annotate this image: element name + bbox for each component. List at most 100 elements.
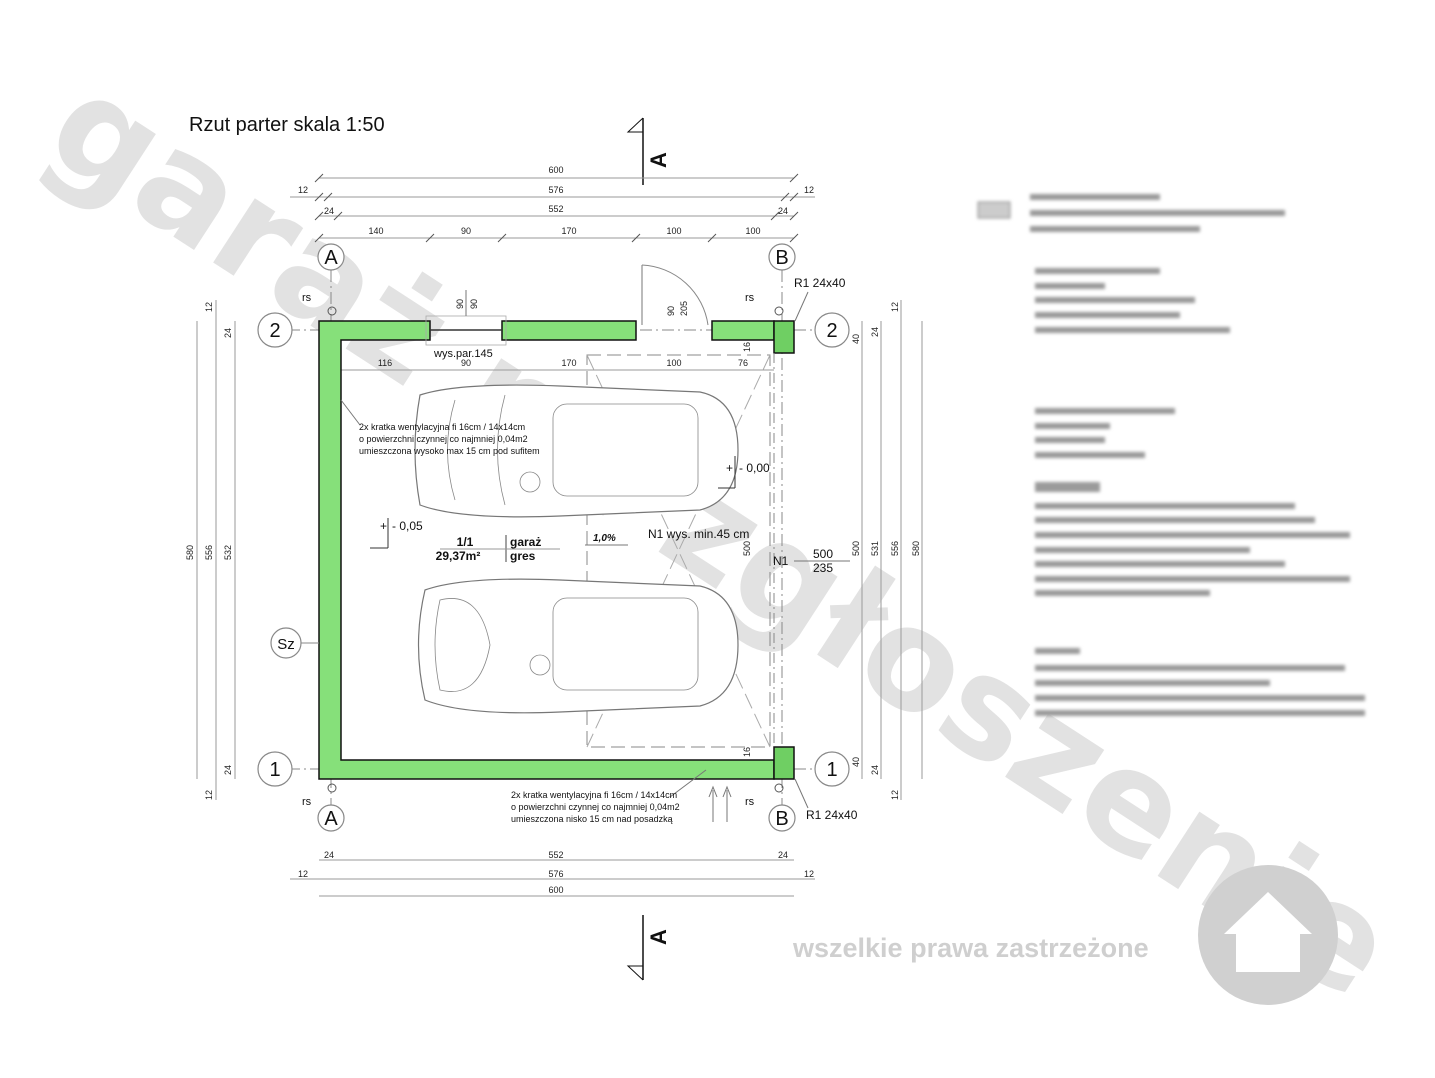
svg-text:531: 531 <box>870 541 880 556</box>
level-marks: + - 0,05 + - 0,00 <box>370 456 770 549</box>
svg-text:90: 90 <box>455 299 465 309</box>
svg-text:1: 1 <box>269 759 280 781</box>
svg-text:N1 wys. min.45 cm: N1 wys. min.45 cm <box>648 527 749 541</box>
svg-text:B: B <box>775 247 788 269</box>
svg-text:+: + <box>726 461 733 475</box>
svg-text:500: 500 <box>813 547 833 561</box>
svg-text:552: 552 <box>548 204 563 214</box>
svg-text:24: 24 <box>778 206 788 216</box>
car-bottom <box>417 578 739 714</box>
svg-text:A: A <box>324 808 338 830</box>
svg-text:600: 600 <box>548 165 563 175</box>
svg-text:12: 12 <box>890 302 900 312</box>
svg-text:2: 2 <box>826 320 837 342</box>
svg-text:1/1: 1/1 <box>457 535 474 549</box>
svg-text:556: 556 <box>890 541 900 556</box>
svg-text:170: 170 <box>561 358 576 368</box>
svg-text:24: 24 <box>324 206 334 216</box>
svg-text:576: 576 <box>548 869 563 879</box>
inner-dimensions: 116 90 170 100 76 16 16 500 <box>341 342 774 757</box>
svg-text:576: 576 <box>548 185 563 195</box>
svg-text:rs: rs <box>302 292 312 304</box>
column-r1-top <box>773 320 795 354</box>
svg-text:1: 1 <box>826 759 837 781</box>
svg-text:12: 12 <box>298 185 308 195</box>
svg-text:12: 12 <box>204 790 214 800</box>
svg-text:12: 12 <box>298 869 308 879</box>
svg-text:Sz: Sz <box>277 636 295 653</box>
house-logo-icon <box>1198 865 1338 1005</box>
svg-text:40: 40 <box>851 334 861 344</box>
svg-text:wys.par.145: wys.par.145 <box>433 348 493 360</box>
svg-text:N1: N1 <box>773 554 789 568</box>
grid-markers: A B A B 2 2 1 1 Sz <box>257 243 850 832</box>
garage-gate: N1 wys. min.45 cm N1 500 235 <box>586 353 850 748</box>
svg-text:2x kratka wentylacyjna fi 16cm: 2x kratka wentylacyjna fi 16cm / 14x14cm <box>511 790 677 800</box>
svg-text:600: 600 <box>548 885 563 895</box>
svg-text:gres: gres <box>510 549 536 563</box>
door: 90 205 <box>641 264 709 326</box>
svg-text:532: 532 <box>223 545 233 560</box>
drawing-title: Rzut parter skala 1:50 <box>189 114 385 136</box>
svg-text:1,0%: 1,0% <box>593 533 616 544</box>
svg-text:rs: rs <box>745 796 755 808</box>
section-mark-top: A <box>626 117 671 185</box>
svg-text:100: 100 <box>666 226 681 236</box>
svg-text:90: 90 <box>469 299 479 309</box>
vent-note-bottom: 2x kratka wentylacyjna fi 16cm / 14x14cm… <box>511 769 732 824</box>
column-r1-bottom <box>773 746 795 780</box>
svg-text:90: 90 <box>461 358 471 368</box>
blurred-legend <box>977 194 1365 716</box>
svg-text:umieszczona wysoko max 15 cm p: umieszczona wysoko max 15 cm pod sufitem <box>359 446 540 456</box>
svg-text:24: 24 <box>778 850 788 860</box>
svg-text:100: 100 <box>666 358 681 368</box>
svg-text:24: 24 <box>870 765 880 775</box>
copyright-text: wszelkie prawa zastrzeżone <box>792 933 1149 963</box>
section-mark-bottom: A <box>626 915 671 981</box>
svg-text:umieszczona nisko 15 cm nad po: umieszczona nisko 15 cm nad posadzką <box>511 814 673 824</box>
svg-text:580: 580 <box>911 541 921 556</box>
svg-text:o powierzchni czynnej co najmn: o powierzchni czynnej co najmniej 0,04m2 <box>359 434 528 444</box>
svg-text:24: 24 <box>870 327 880 337</box>
svg-text:12: 12 <box>204 302 214 312</box>
walls <box>318 320 795 780</box>
svg-text:500: 500 <box>851 541 861 556</box>
svg-text:A: A <box>646 929 671 945</box>
svg-text:R1 24x40: R1 24x40 <box>794 276 846 290</box>
svg-text:16: 16 <box>742 747 752 757</box>
svg-text:140: 140 <box>368 226 383 236</box>
svg-text:+: + <box>380 519 387 533</box>
svg-text:556: 556 <box>204 545 214 560</box>
car-top <box>414 384 739 518</box>
svg-text:90: 90 <box>461 226 471 236</box>
svg-text:A: A <box>324 247 338 269</box>
downpipes: rs rs rs rs R1 24x40 R1 24x40 <box>302 276 858 822</box>
svg-text:205: 205 <box>679 301 689 316</box>
svg-text:40: 40 <box>851 757 861 767</box>
svg-text:116: 116 <box>378 358 392 368</box>
left-dimensions: 580 556 532 12 24 24 12 <box>185 300 236 800</box>
svg-text:24: 24 <box>223 765 233 775</box>
bottom-dimensions: 552 24 24 576 12 12 600 <box>290 850 815 897</box>
svg-text:16: 16 <box>742 342 752 352</box>
svg-text:12: 12 <box>804 869 814 879</box>
svg-text:90: 90 <box>666 306 676 316</box>
svg-text:24: 24 <box>223 328 233 338</box>
svg-text:A: A <box>646 152 671 168</box>
svg-text:B: B <box>775 808 788 830</box>
svg-text:76: 76 <box>738 358 748 368</box>
vent-note-top: 2x kratka wentylacyjna fi 16cm / 14x14cm… <box>340 399 540 456</box>
room-label: 1/1 garaż 29,37m² gres 1,0% <box>436 533 628 563</box>
svg-text:500: 500 <box>742 541 752 556</box>
svg-text:- 0,00: - 0,00 <box>739 461 770 475</box>
svg-text:12: 12 <box>804 185 814 195</box>
svg-text:o powierzchni czynnej co najmn: o powierzchni czynnej co najmniej 0,04m2 <box>511 802 680 812</box>
svg-text:100: 100 <box>745 226 760 236</box>
svg-text:- 0,05: - 0,05 <box>392 519 423 533</box>
svg-text:2: 2 <box>269 320 280 342</box>
right-dimensions: 500 531 556 580 40 24 12 40 24 12 <box>851 300 923 800</box>
window: 90 90 wys.par.145 <box>425 290 507 360</box>
svg-text:235: 235 <box>813 561 833 575</box>
svg-text:580: 580 <box>185 545 195 560</box>
